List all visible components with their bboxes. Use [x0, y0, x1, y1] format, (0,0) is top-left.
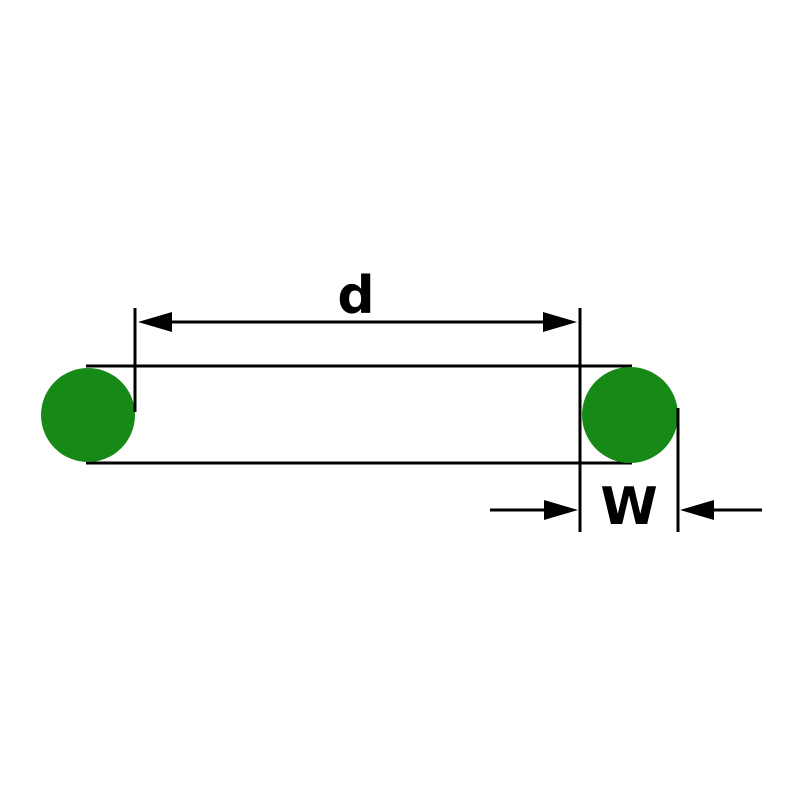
dim-w-arrowhead-left-icon	[544, 500, 578, 520]
dim-d-label: d	[337, 266, 374, 326]
dim-d-arrowhead-right-icon	[543, 312, 577, 332]
oring-left-cross-section	[41, 368, 135, 462]
dim-w-label: W	[600, 477, 657, 537]
dim-d-arrowhead-left-icon	[138, 312, 172, 332]
oring-right-cross-section	[582, 367, 678, 463]
dim-w-arrowhead-right-icon	[680, 500, 714, 520]
